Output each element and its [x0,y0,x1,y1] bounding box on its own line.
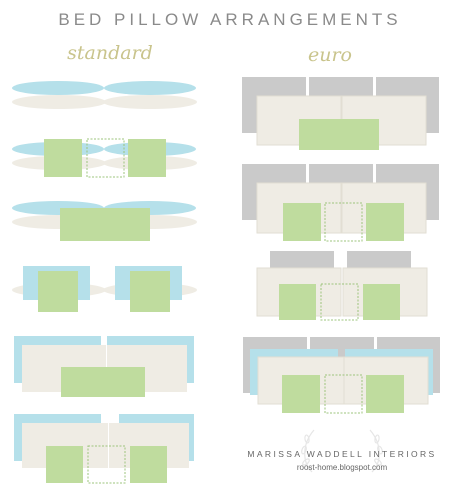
standard-arrangement-2 [12,138,197,178]
standard-sham-blue [12,81,104,95]
standard-arrangement-4 [12,266,197,312]
standard-arrangement-3 [12,201,197,241]
column-heading-euro: euro [307,44,352,66]
optional-accent-pillow [87,445,126,484]
optional-accent-pillow [324,202,363,242]
page-title: BED PILLOW ARRANGEMENTS [58,10,402,29]
lumbar-pillow [60,208,150,241]
column-heading-standard: standard [67,42,153,64]
optional-accent-pillow [320,283,359,321]
standard-arrangement-6 [14,414,194,484]
standard-sham-cream [103,95,197,109]
accent-pillow [363,284,400,320]
accent-pillow [282,375,320,413]
standard-sham-cream [12,95,106,109]
optional-accent-pillow [324,374,363,414]
euro-arrangement-1 [242,77,439,150]
euro-arrangement-2 [242,164,439,242]
standard-arrangement-1 [12,81,197,109]
optional-accent-pillow [86,138,125,178]
accent-pillow [128,139,166,177]
studio-url: roost-home.blogspot.com [296,463,388,472]
standard-sham-blue [104,81,196,95]
accent-pillow [130,271,170,312]
accent-pillow [366,203,404,241]
accent-pillow [366,375,404,413]
accent-pillow [130,446,167,483]
standard-arrangement-5 [14,336,194,397]
studio-name: MARISSA WADDELL INTERIORS [247,449,437,459]
euro-arrangement-3 [256,251,428,321]
laurel-wreath-icon [301,429,383,473]
euro-sham [347,251,411,271]
accent-pillow [46,446,83,483]
lumbar-pillow [61,367,145,397]
lumbar-pillow [299,119,379,150]
euro-sham [270,251,334,271]
accent-pillow [38,271,78,312]
accent-pillow [279,284,316,320]
euro-arrangement-4 [243,337,440,414]
accent-pillow [283,203,321,241]
accent-pillow [44,139,82,177]
